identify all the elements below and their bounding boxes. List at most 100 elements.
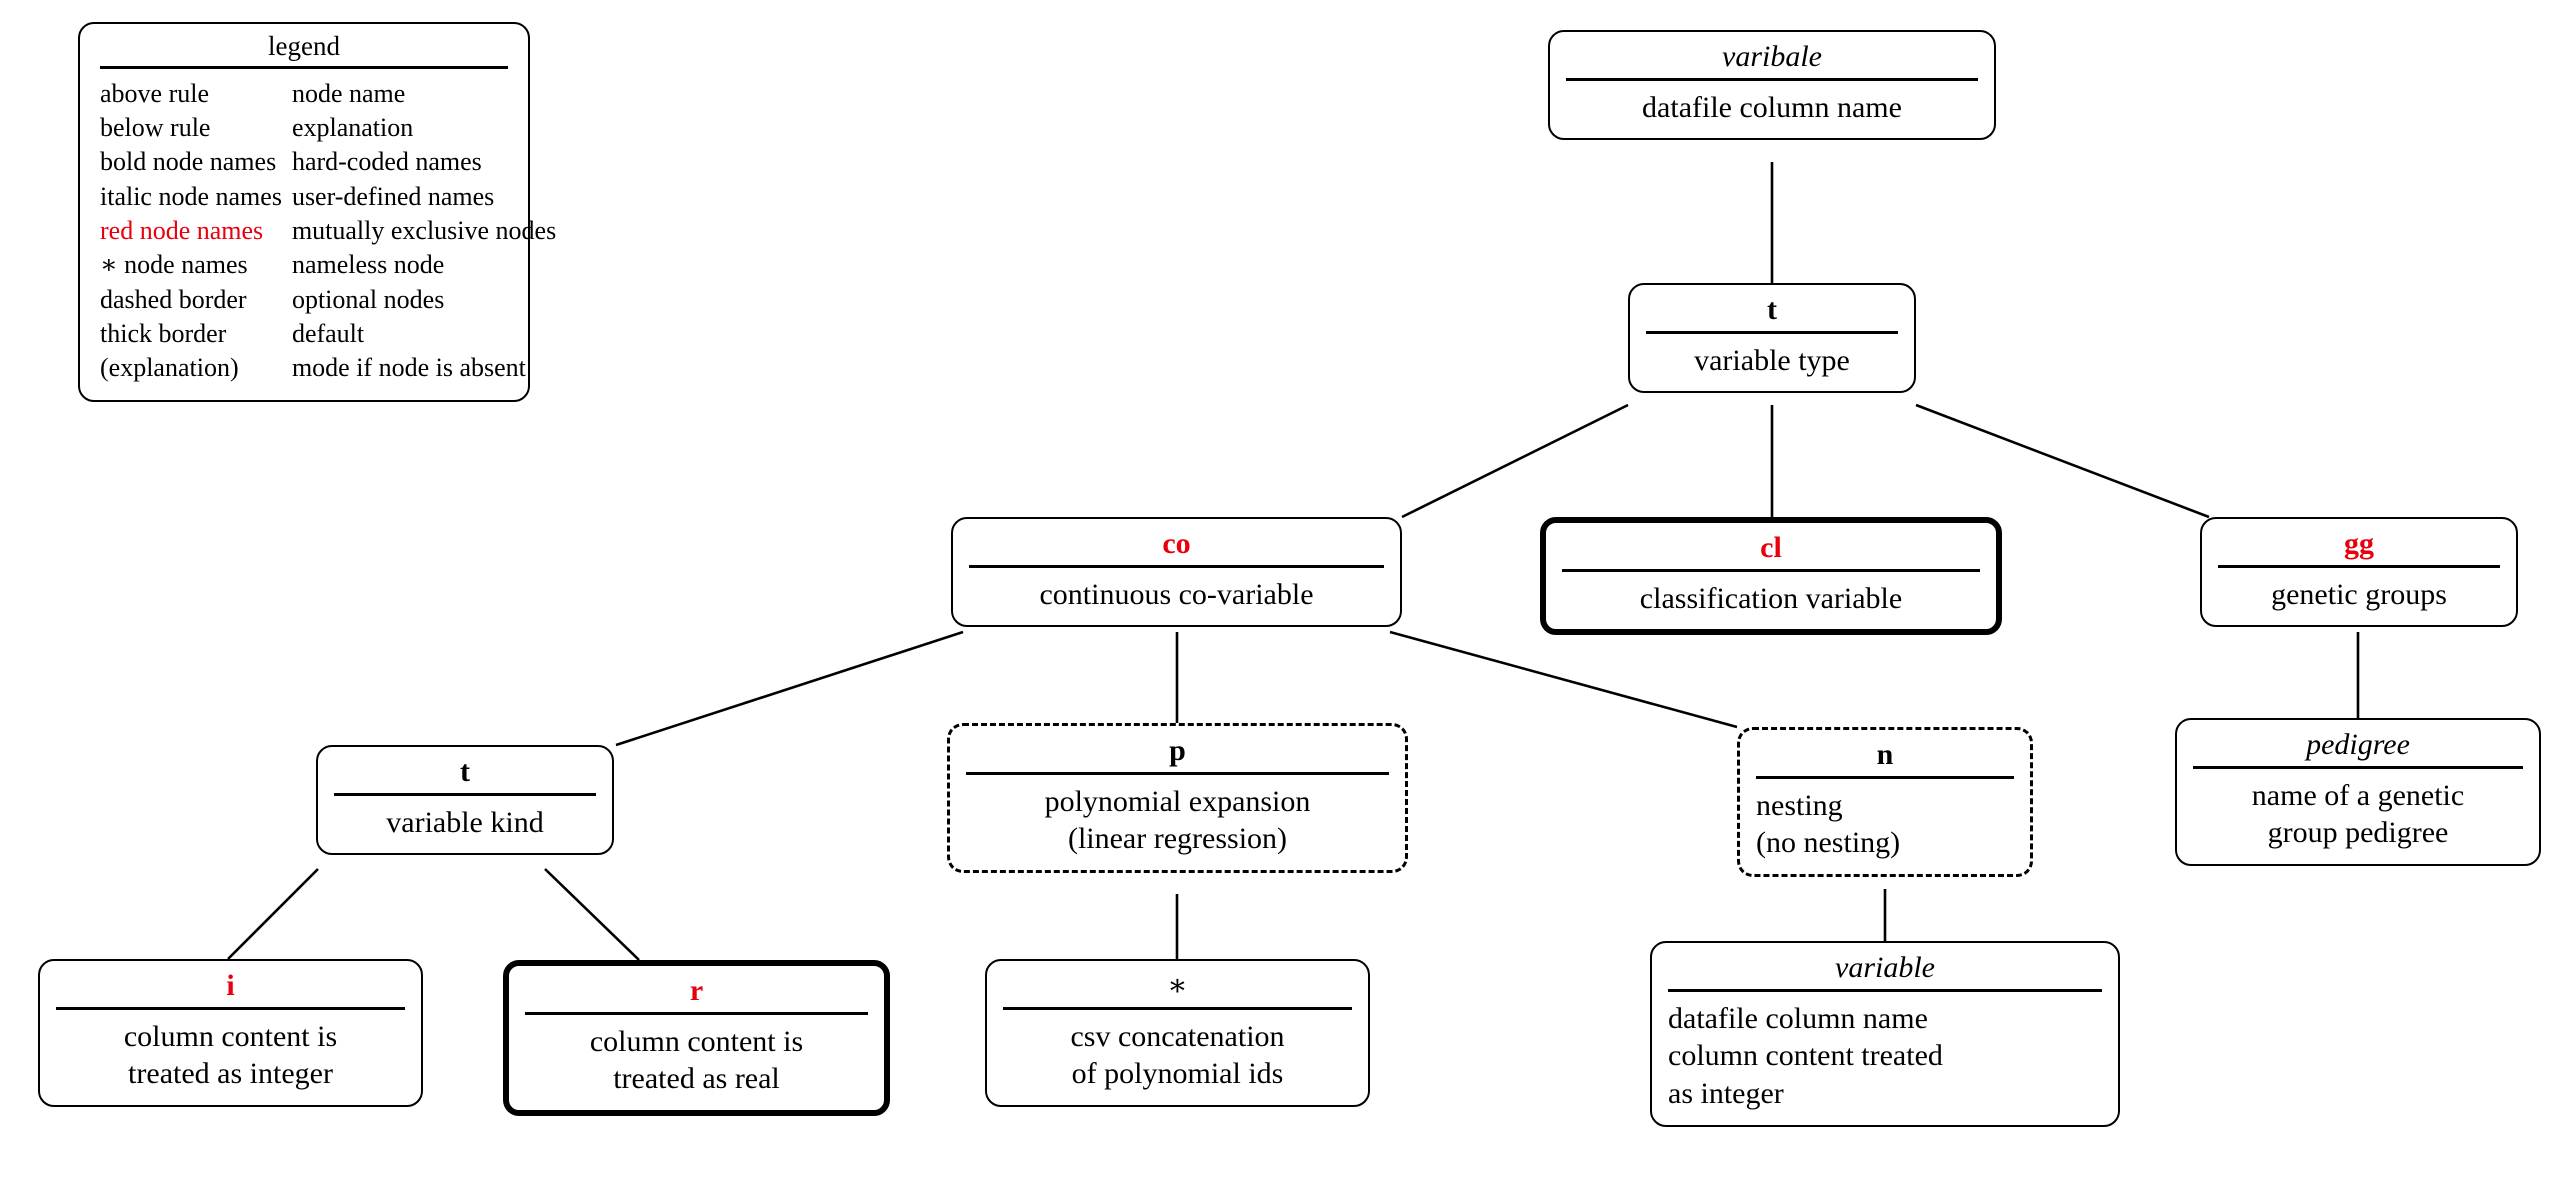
node-kind[interactable]: t variable kind — [316, 745, 614, 856]
node-body: csv concatenation of polynomial ids — [1003, 1018, 1352, 1094]
node-poly[interactable]: p polynomial expansion (linear regressio… — [947, 723, 1408, 874]
node-body-line: nesting — [1756, 788, 1843, 822]
node-rule — [1646, 330, 1898, 334]
node-title: ∗ — [1167, 969, 1188, 1002]
node-rule — [2193, 765, 2523, 769]
node-body: datafile column name — [1566, 89, 1978, 127]
legend-term: ∗ node names — [100, 250, 248, 280]
node-body-line: continuous co-variable — [1039, 577, 1314, 611]
node-rule — [1003, 1006, 1352, 1010]
legend-meaning: optional nodes — [291, 284, 445, 314]
node-body-line: (no nesting) — [1756, 826, 1901, 860]
node-rule — [1668, 988, 2102, 992]
node-title: gg — [2344, 527, 2374, 560]
node-title: t — [460, 755, 470, 788]
node-nest-variable[interactable]: variable datafile column name column con… — [1650, 941, 2120, 1127]
node-title: variable — [1835, 951, 1935, 984]
node-body: column content is treated as real — [525, 1023, 868, 1099]
node-body: polynomial expansion (linear regression) — [966, 783, 1389, 859]
node-rule — [2218, 564, 2500, 568]
legend-meaning: hard-coded names — [291, 147, 482, 177]
node-body: column content is treated as integer — [56, 1018, 405, 1094]
node-co[interactable]: co continuous co-variable — [951, 517, 1402, 628]
node-body-line: datafile column name — [1668, 1001, 1928, 1035]
legend-meaning: default — [291, 318, 365, 348]
node-rule — [1756, 775, 2014, 779]
legend-row: (explanation) mode if node is absent — [100, 351, 556, 385]
node-title: n — [1876, 738, 1894, 771]
node-title: i — [226, 969, 235, 1002]
node-rule — [1566, 77, 1978, 81]
node-cl[interactable]: cl classification variable — [1540, 517, 2002, 636]
legend-row: above rule node name — [100, 77, 556, 111]
node-title: cl — [1760, 531, 1782, 564]
legend-term: dashed border — [100, 284, 247, 314]
node-rule — [334, 792, 596, 796]
edge-type-to-co — [1401, 403, 1629, 519]
legend-row: italic node names user-defined names — [100, 180, 556, 214]
node-body: datafile column name column content trea… — [1668, 1000, 2102, 1113]
legend-meaning: nameless node — [291, 250, 445, 280]
edge-type-to-gg — [1915, 403, 2210, 519]
node-title: co — [1162, 527, 1191, 560]
legend-row: bold node names hard-coded names — [100, 145, 556, 179]
node-title: t — [1767, 293, 1777, 326]
legend-row: red node names mutually exclusive nodes — [100, 214, 556, 248]
node-type[interactable]: t variable type — [1628, 283, 1916, 394]
legend-term: above rule — [100, 78, 210, 108]
node-body: name of a genetic group pedigree — [2193, 777, 2523, 853]
legend-row: ∗ node names nameless node — [100, 248, 556, 282]
edge-co-to-kind — [615, 630, 964, 747]
legend-term: red node names — [100, 215, 264, 245]
node-gg[interactable]: gg genetic groups — [2200, 517, 2518, 628]
legend-table: above rule node name below rule explanat… — [100, 77, 556, 386]
node-title: r — [689, 974, 704, 1007]
legend-box: legend above rule node name below rule e… — [78, 22, 556, 402]
node-body-line: classification variable — [1639, 581, 1903, 615]
legend-meaning: node name — [291, 78, 406, 108]
node-body: variable type — [1646, 342, 1898, 380]
legend-row: below rule explanation — [100, 111, 556, 145]
node-title: p — [1169, 734, 1186, 767]
legend-term: below rule — [100, 113, 211, 142]
node-body-line: genetic groups — [2271, 577, 2447, 611]
node-rule — [966, 771, 1389, 775]
node-body-line: datafile column name — [1642, 90, 1902, 124]
legend-meaning: explanation — [291, 113, 414, 142]
node-real[interactable]: r column content is treated as real — [503, 960, 890, 1117]
node-pedigree[interactable]: pedigree name of a genetic group pedigre… — [2175, 718, 2541, 867]
node-int[interactable]: i column content is treated as integer — [38, 959, 423, 1108]
node-rule — [525, 1011, 868, 1015]
edge-kind-to-real — [544, 868, 640, 961]
node-body-line: of polynomial ids — [1071, 1057, 1284, 1091]
legend-row: dashed border optional nodes — [100, 283, 556, 317]
node-rule — [969, 564, 1384, 568]
legend-rule — [100, 65, 508, 69]
node-body: nesting (no nesting) — [1756, 787, 2014, 863]
legend-meaning: mode if node is absent — [291, 353, 526, 383]
node-body-line: polynomial expansion — [1044, 784, 1311, 818]
node-variable-root[interactable]: varibale datafile column name — [1548, 30, 1996, 141]
node-polyids[interactable]: ∗ csv concatenation of polynomial ids — [985, 959, 1370, 1108]
node-body-line: (linear regression) — [1067, 822, 1288, 856]
node-body-line: treated as real — [613, 1062, 780, 1096]
legend-row: thick border default — [100, 317, 556, 351]
node-body-line: as integer — [1668, 1077, 1784, 1111]
legend-meaning: mutually exclusive nodes — [291, 215, 557, 245]
node-body-line: name of a genetic — [2251, 778, 2465, 812]
node-body-line: csv concatenation — [1070, 1019, 1285, 1053]
node-nesting[interactable]: n nesting (no nesting) — [1737, 727, 2033, 878]
node-body: continuous co-variable — [969, 576, 1384, 614]
node-rule — [1562, 568, 1980, 572]
edge-kind-to-int — [227, 868, 319, 960]
legend-term: italic node names — [100, 181, 282, 211]
node-body-line: column content is — [589, 1024, 804, 1058]
node-body-line: column content is — [123, 1019, 338, 1053]
node-body: classification variable — [1562, 580, 1980, 618]
node-body-line: variable kind — [386, 805, 544, 839]
node-body: genetic groups — [2218, 576, 2500, 614]
node-body-line: column content treated — [1668, 1039, 1943, 1073]
node-body-line: variable type — [1694, 343, 1850, 377]
node-title: pedigree — [2306, 728, 2410, 761]
